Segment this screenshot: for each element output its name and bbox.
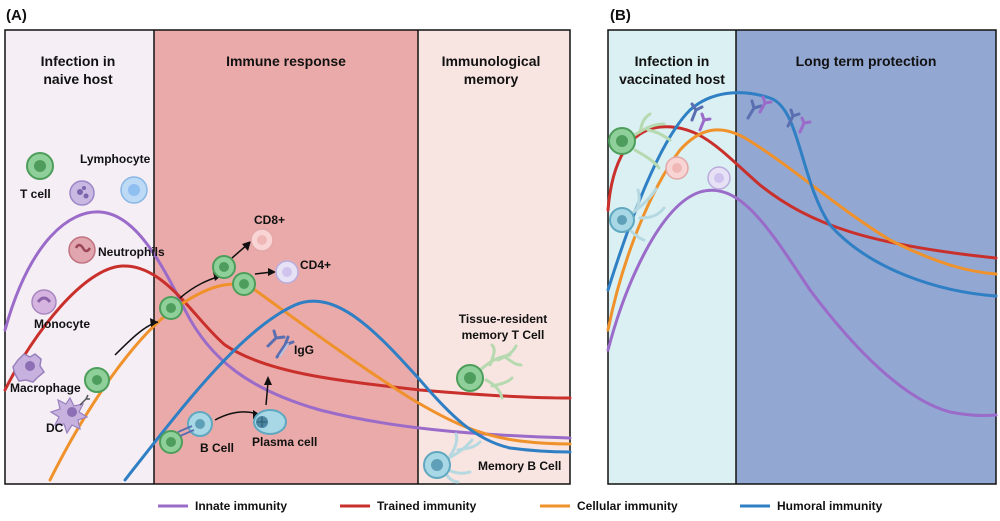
dc-label: DC — [46, 421, 64, 435]
legend-label-trained: Trained immunity — [377, 499, 477, 513]
long-term-header: Long term protection — [796, 53, 937, 69]
tissue-resident-memory-t-cell-icon — [456, 343, 523, 400]
t-cell-label: T cell — [20, 187, 51, 201]
trm-label-line2: memory T Cell — [462, 328, 545, 342]
legend-label-cellular: Cellular immunity — [577, 499, 678, 513]
legend: Innate immunity Trained immunity Cellula… — [158, 499, 883, 513]
proliferating-t-cell-2-icon — [232, 272, 256, 296]
lymphocyte-granular-icon — [69, 180, 95, 206]
monocyte-label: Monocyte — [34, 317, 90, 331]
monocyte-icon — [31, 289, 57, 315]
lymphocyte-label: Lymphocyte — [80, 152, 151, 166]
igg-label: IgG — [294, 343, 314, 357]
humoral-curve-a — [123, 299, 572, 482]
memory-b-cell-label: Memory B Cell — [478, 459, 561, 473]
vaccinated-header-line1: Infection in — [635, 53, 710, 69]
b-cell-green-icon — [159, 430, 183, 454]
immune-response-region — [154, 30, 418, 484]
vaccinated-host-region — [608, 30, 736, 484]
dendritic-cell-icon — [49, 394, 90, 435]
vaccinated-t-cell-icon — [608, 112, 672, 170]
t-cell-icon — [26, 152, 54, 180]
neutrophils-label: Neutrophils — [98, 245, 165, 259]
cd4-label: CD4+ — [300, 258, 331, 272]
memory-header-line1: Immunological — [442, 53, 541, 69]
activated-t-cell-icon — [159, 296, 183, 320]
vaccinated-antibody-icons — [690, 95, 812, 134]
igg-antibody-icon — [266, 329, 295, 359]
humoral-curve-b — [606, 91, 998, 298]
vaccinated-header-line2: vaccinated host — [619, 71, 725, 87]
innate-curve-b — [606, 188, 998, 418]
b-cell-icon — [177, 411, 213, 437]
lymphocyte-icon — [120, 176, 148, 204]
plasma-cell-icon — [253, 409, 287, 435]
cd8-label: CD8+ — [254, 213, 285, 227]
vaccinated-cd4-icon — [707, 166, 731, 190]
macrophage-label: Macrophage — [10, 381, 81, 395]
plasma-cell-label: Plasma cell — [252, 435, 317, 449]
panel-a-frame — [4, 29, 571, 485]
memory-b-cell-icon — [423, 432, 482, 484]
response-header: Immune response — [226, 53, 346, 69]
b-cell-label: B Cell — [200, 441, 234, 455]
legend-label-innate: Innate immunity — [195, 499, 287, 513]
memory-header-line2: memory — [464, 71, 519, 87]
cellular-curve-a — [48, 282, 572, 482]
naive-header-line1: Infection in — [41, 53, 116, 69]
neutrophil-icon — [68, 236, 96, 264]
green-t-cell-2-icon — [84, 367, 110, 393]
cd8-cell-icon — [250, 228, 274, 252]
macrophage-icon — [12, 353, 45, 383]
cd4-cell-icon — [275, 260, 299, 284]
proliferating-t-cell-1-icon — [212, 255, 236, 279]
trm-label-line1: Tissue-resident — [459, 312, 547, 326]
vaccinated-b-cell-icon — [609, 187, 666, 242]
innate-curve-a — [3, 210, 572, 440]
panel-a-tag: (A) — [6, 7, 27, 24]
panel-b-tag: (B) — [610, 7, 631, 24]
legend-label-humoral: Humoral immunity — [777, 499, 883, 513]
naive-header-line2: naive host — [43, 71, 113, 87]
vaccinated-cd8-icon — [665, 156, 689, 180]
trained-curve-a — [3, 264, 572, 400]
immunological-memory-region — [418, 30, 570, 484]
